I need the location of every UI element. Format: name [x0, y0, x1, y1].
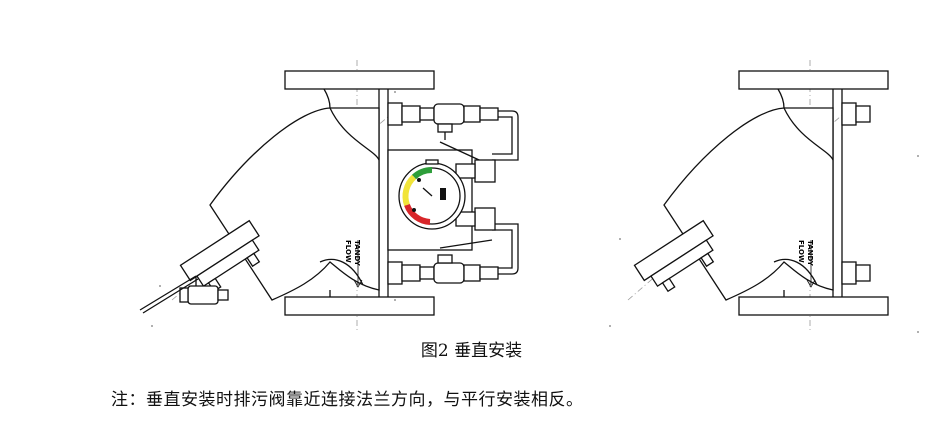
right-flow-marker: FLOW TANDY: [797, 240, 814, 267]
right-body-contour: [783, 107, 834, 161]
upper-valve-nut: [463, 105, 481, 123]
gauge-upper-fitting: [474, 159, 496, 183]
upper-port-nut: [387, 102, 403, 126]
left-bottom-flange: [284, 296, 435, 316]
gauge-yellow-zone: [402, 174, 417, 207]
upper-port-adapter: [419, 107, 435, 121]
gauge-lower-fitting: [474, 207, 496, 231]
lower-port-nut: [387, 261, 403, 285]
left-valve: FLOW TANDY: [139, 60, 519, 330]
lower-tube-loop: [492, 223, 519, 275]
right-brand-label: TANDY: [806, 240, 814, 267]
left-body-contour-2: [319, 258, 364, 286]
gauge-red-zone: [404, 203, 431, 225]
left-drain-handle-edge: [142, 278, 199, 314]
right-flow-label: FLOW: [797, 240, 805, 263]
lower-port-adapter: [419, 266, 435, 280]
right-upper-plug: [855, 105, 871, 123]
right-cover-bolt-2: [700, 252, 715, 268]
lower-ball-valve: [433, 262, 465, 284]
gauge-upper-connector: [455, 163, 476, 179]
left-brand-label: TANDY: [353, 240, 361, 267]
gauge-tick-1: [417, 178, 421, 182]
left-flow-marker: FLOW TANDY: [344, 240, 361, 267]
gauge-logo-mark: [440, 188, 446, 200]
lower-valve-stem: [437, 254, 453, 264]
lower-valve-nut: [463, 264, 481, 282]
upper-ball-valve: [433, 103, 465, 125]
right-flow-arrow-head: [806, 279, 816, 288]
right-lower-plug: [855, 264, 871, 282]
right-cover-plate: [650, 239, 714, 288]
left-cover-bolt-2: [246, 252, 261, 268]
right-upper-plug-nut: [841, 102, 857, 126]
gauge-needle: [422, 187, 433, 197]
left-drain-nut: [217, 289, 229, 301]
left-drain-body: [187, 285, 219, 305]
lower-valve-lever: [439, 239, 493, 249]
right-lower-plug-nut: [841, 261, 857, 285]
upper-tube-fitting: [479, 107, 499, 121]
gauge-green-zone: [411, 166, 433, 180]
installation-note: 注：垂直安装时排污阀靠近连接法兰方向，与平行安装相反。: [111, 390, 584, 410]
gauge-tick-2: [412, 208, 416, 212]
upper-port-fitting: [401, 105, 421, 123]
left-cover-plate: [196, 239, 260, 288]
upper-tube-loop: [492, 110, 519, 161]
gauge-top-stud: [425, 159, 439, 165]
right-valve: FLOW TANDY: [609, 60, 919, 333]
left-drain-valve: [139, 275, 229, 314]
right-top-flange: [738, 70, 889, 90]
left-body-contour: [329, 107, 380, 161]
figure-caption: 图2 垂直安装: [420, 341, 523, 361]
left-flow-label: FLOW: [344, 240, 352, 263]
right-bottom-flange: [738, 296, 889, 316]
lower-tube-fitting: [479, 266, 499, 280]
upper-valve-stem: [437, 123, 453, 133]
right-cover-bolt-1: [661, 277, 676, 293]
right-body-contour-2: [773, 258, 818, 286]
left-flow-arrow-head: [353, 279, 363, 288]
pressure-gauge-assembly: [387, 102, 519, 285]
left-drain-handle: [139, 275, 197, 311]
left-top-flange: [284, 70, 435, 90]
lower-port-fitting: [401, 264, 421, 282]
